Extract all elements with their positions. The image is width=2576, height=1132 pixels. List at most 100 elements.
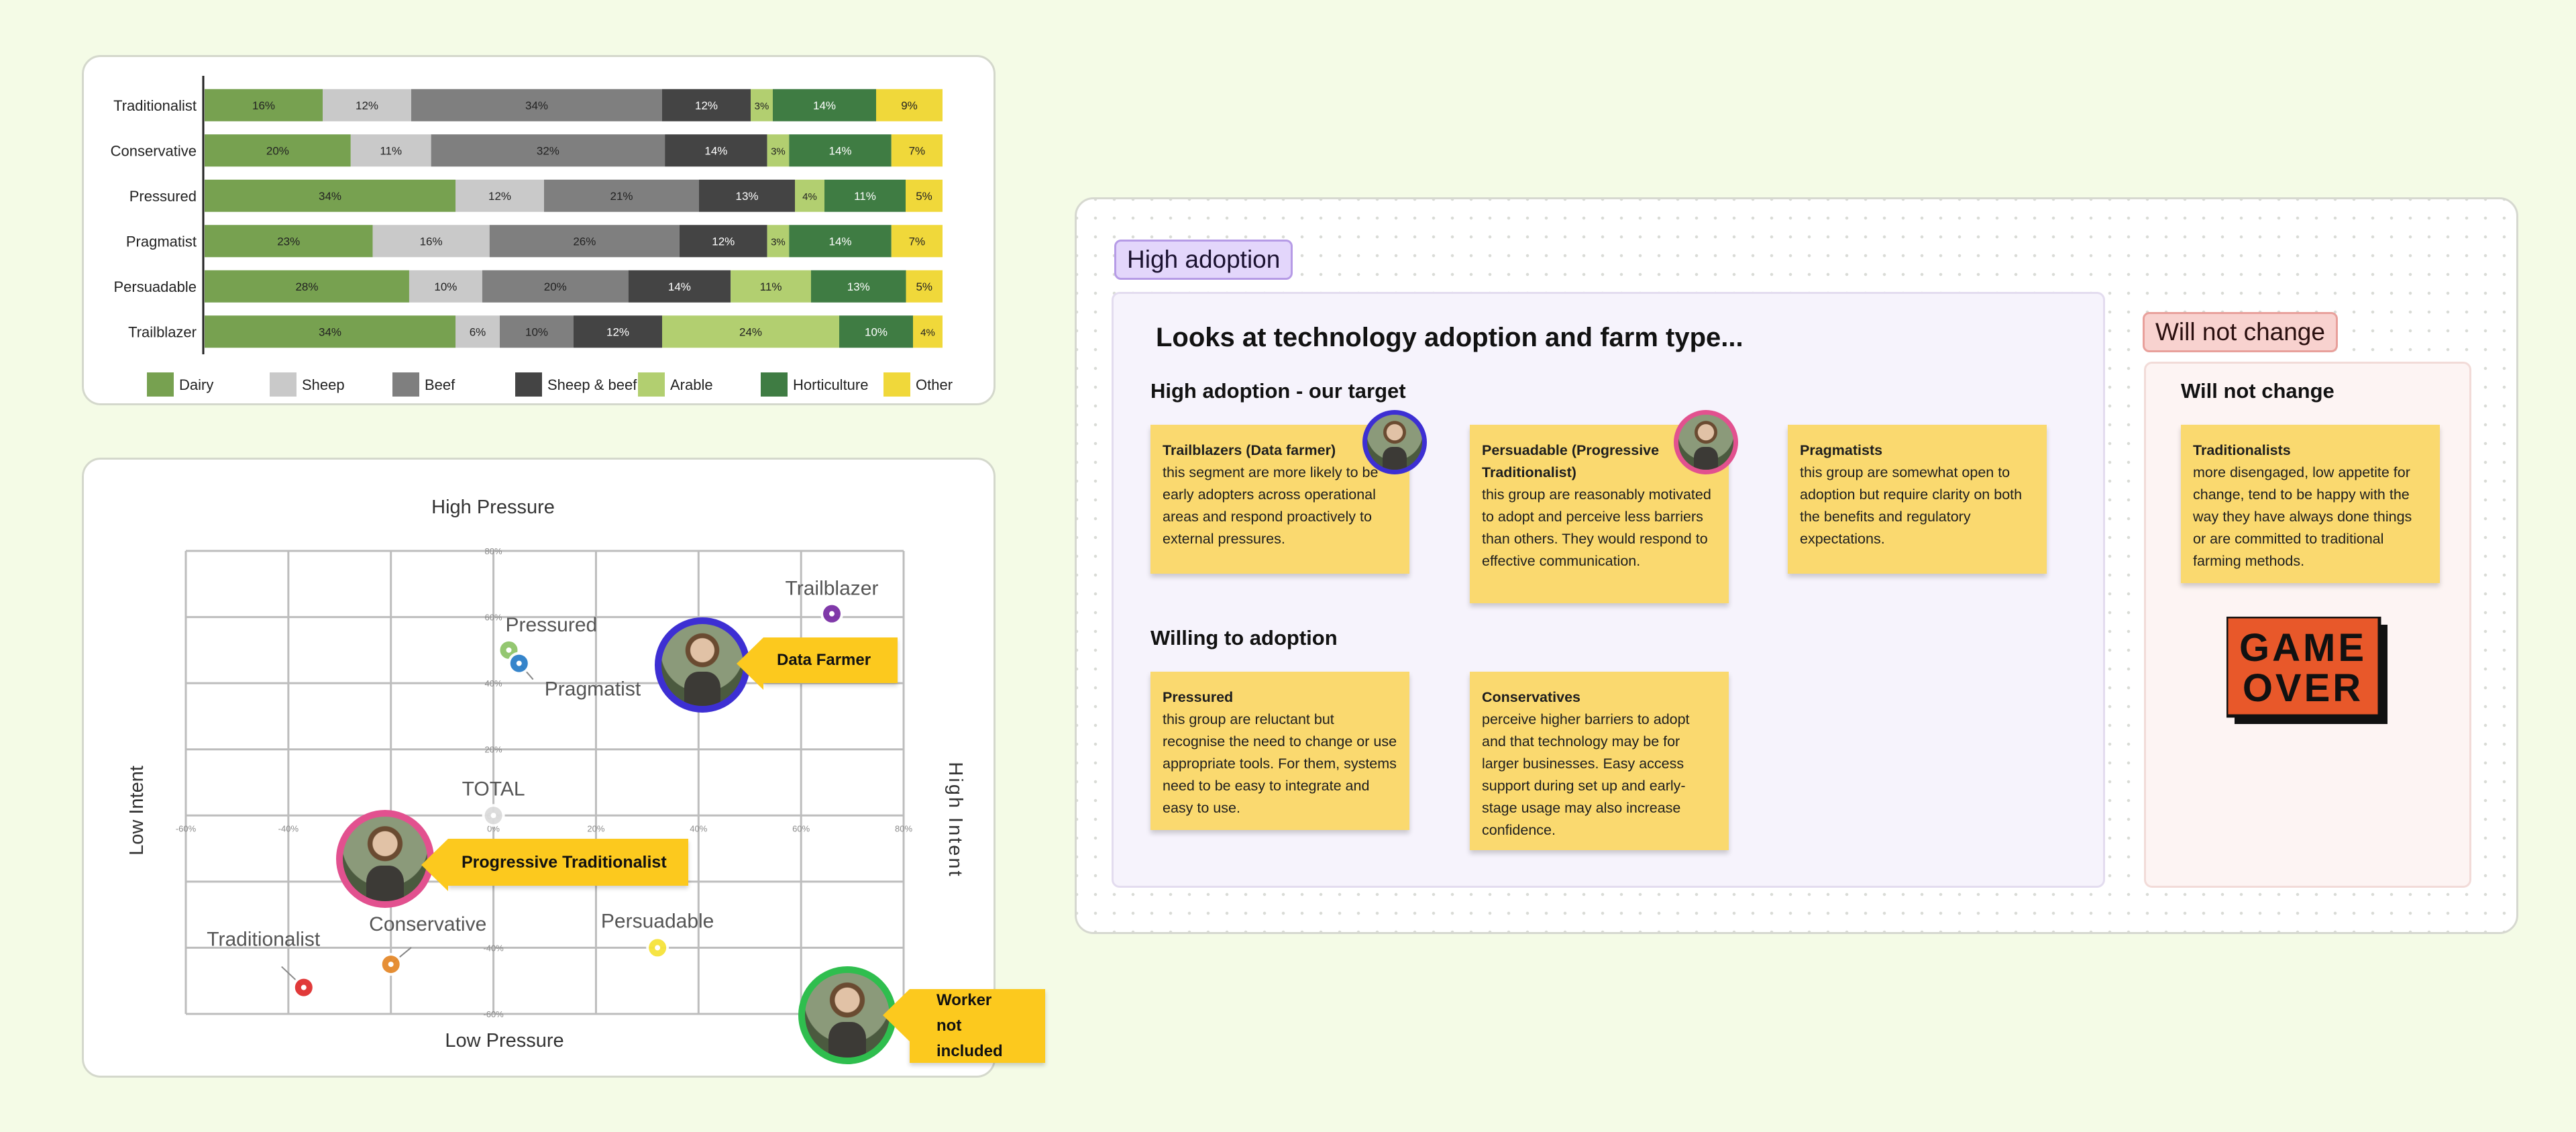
legend-swatch xyxy=(761,372,788,397)
sticky-note-traditionalists[interactable]: Traditionalists more disengaged, low app… xyxy=(2181,425,2440,583)
data-label: 12% xyxy=(356,99,378,112)
worker-callout[interactable]: Worker not included xyxy=(883,989,1045,1063)
game-over-line2: OVER xyxy=(2243,666,2363,710)
data-point-highlight xyxy=(516,660,522,666)
data-label: 14% xyxy=(829,144,852,157)
axis-label-bottom: Low Pressure xyxy=(445,1030,564,1051)
note-title: Trailblazers (Data farmer) xyxy=(1163,442,1336,458)
sticky-note-trailblazers[interactable]: Trailblazers (Data farmer) this segment … xyxy=(1150,425,1409,574)
bar-segment xyxy=(431,134,665,167)
bar-segment xyxy=(767,134,790,167)
persuadable-avatar xyxy=(1674,410,1738,474)
sticky-note-conservatives[interactable]: Conservatives perceive higher barriers t… xyxy=(1470,672,1729,850)
bar-segment xyxy=(455,315,500,348)
progressive-traditionalist-label: Progressive Traditionalist xyxy=(462,852,667,872)
data-label: 7% xyxy=(909,144,926,157)
data-label: 28% xyxy=(295,280,318,293)
y-tick-label: 40% xyxy=(485,678,502,688)
will-not-change-tag[interactable]: Will not change xyxy=(2143,312,2338,352)
data-label: 13% xyxy=(847,280,870,293)
data-label: 34% xyxy=(319,190,341,203)
bar-segment xyxy=(489,225,680,258)
data-label: 12% xyxy=(488,190,511,203)
intent-pressure-scatter: -60%-40%-20%0%20%40%60%80%80%60%40%20%0%… xyxy=(126,497,966,1051)
legend-label: Horticulture xyxy=(793,376,868,393)
note-body: this segment are more likely to be early… xyxy=(1163,464,1379,547)
x-tick-label: 60% xyxy=(792,823,810,833)
bar-segment xyxy=(409,270,482,303)
data-label: 20% xyxy=(544,280,567,293)
high-adoption-tag[interactable]: High adoption xyxy=(1114,240,1293,280)
x-tick-label: 40% xyxy=(690,823,707,833)
note-body: this group are reluctant but recognise t… xyxy=(1163,711,1397,816)
worker-label-line2: not included xyxy=(936,1017,1003,1060)
bar-segment xyxy=(795,179,824,212)
bar-segment xyxy=(839,315,913,348)
point-label: Conservative xyxy=(369,913,486,935)
bar-segment xyxy=(913,315,943,348)
data-point-highlight xyxy=(655,945,661,951)
bar-segment xyxy=(662,89,751,121)
y-tick-label: 20% xyxy=(485,745,502,755)
data-label: 13% xyxy=(735,190,758,203)
bar-segment xyxy=(906,270,943,303)
high-adoption-heading: High adoption - our target xyxy=(1150,379,1406,403)
point-label: Persuadable xyxy=(601,910,714,932)
legend-label: Sheep xyxy=(302,376,345,393)
data-label: 32% xyxy=(537,144,559,157)
bar-segment xyxy=(323,89,411,121)
bar-segment xyxy=(544,179,699,212)
game-over-sticker[interactable]: GAME OVER xyxy=(2226,617,2387,724)
data-label: 34% xyxy=(319,325,341,338)
bar-segment xyxy=(810,270,906,303)
data-farmer-avatar[interactable] xyxy=(655,617,750,713)
bar-segment xyxy=(789,225,892,258)
point-label: Traditionalist xyxy=(207,929,321,951)
data-label: 4% xyxy=(920,327,935,338)
sticky-note-pressured[interactable]: Pressured this group are reluctant but r… xyxy=(1150,672,1409,830)
progressive-traditionalist-callout[interactable]: Progressive Traditionalist xyxy=(421,839,688,891)
data-label: 4% xyxy=(802,191,817,203)
data-point-highlight xyxy=(388,962,394,968)
segment-board[interactable]: High adoption Looks at technology adopti… xyxy=(1075,197,2518,934)
data-label: 12% xyxy=(712,235,735,248)
worker-avatar[interactable] xyxy=(798,966,896,1064)
data-label: 23% xyxy=(277,235,300,248)
legend-label: Beef xyxy=(425,376,455,393)
legend-label: Arable xyxy=(670,376,713,393)
bar-segment xyxy=(679,225,767,258)
x-tick-label: -60% xyxy=(176,823,197,833)
y-tick-label: 80% xyxy=(485,546,502,556)
x-tick-label: 80% xyxy=(895,823,912,833)
note-body: more disengaged, low appetite for change… xyxy=(2193,464,2412,569)
data-farmer-callout[interactable]: Data Farmer xyxy=(737,637,898,690)
trailblazer-avatar xyxy=(1362,410,1427,474)
legend-swatch xyxy=(515,372,542,397)
data-label: 11% xyxy=(760,280,782,293)
x-tick-label: -40% xyxy=(278,823,299,833)
sticky-note-pragmatists[interactable]: Pragmatists this group are somewhat open… xyxy=(1788,425,2047,574)
axis-label-right: High Intent xyxy=(945,762,966,878)
category-label: Pressured xyxy=(129,188,197,205)
sticky-note-persuadable[interactable]: Persuadable (Progressive Traditionalist)… xyxy=(1470,425,1729,603)
data-label: 20% xyxy=(266,144,289,157)
data-label: 21% xyxy=(610,190,633,203)
data-point-highlight xyxy=(301,984,307,990)
bar-segment xyxy=(891,225,943,258)
worker-label-line1: Worker xyxy=(936,991,992,1009)
bar-segment xyxy=(372,225,490,258)
legend-swatch xyxy=(270,372,297,397)
bar-segment xyxy=(662,315,839,348)
bar-segment xyxy=(205,315,455,348)
data-label: 24% xyxy=(739,325,762,338)
note-title: Persuadable (Progressive Traditionalist) xyxy=(1482,442,1660,480)
data-point-highlight xyxy=(490,813,496,819)
y-tick-label: -40% xyxy=(483,943,504,953)
bar-segment xyxy=(205,179,455,212)
progressive-traditionalist-avatar[interactable] xyxy=(336,810,434,908)
bar-segment xyxy=(751,89,773,121)
bar-segment xyxy=(731,270,811,303)
data-farmer-label: Data Farmer xyxy=(777,651,871,669)
data-label: 14% xyxy=(668,280,691,293)
